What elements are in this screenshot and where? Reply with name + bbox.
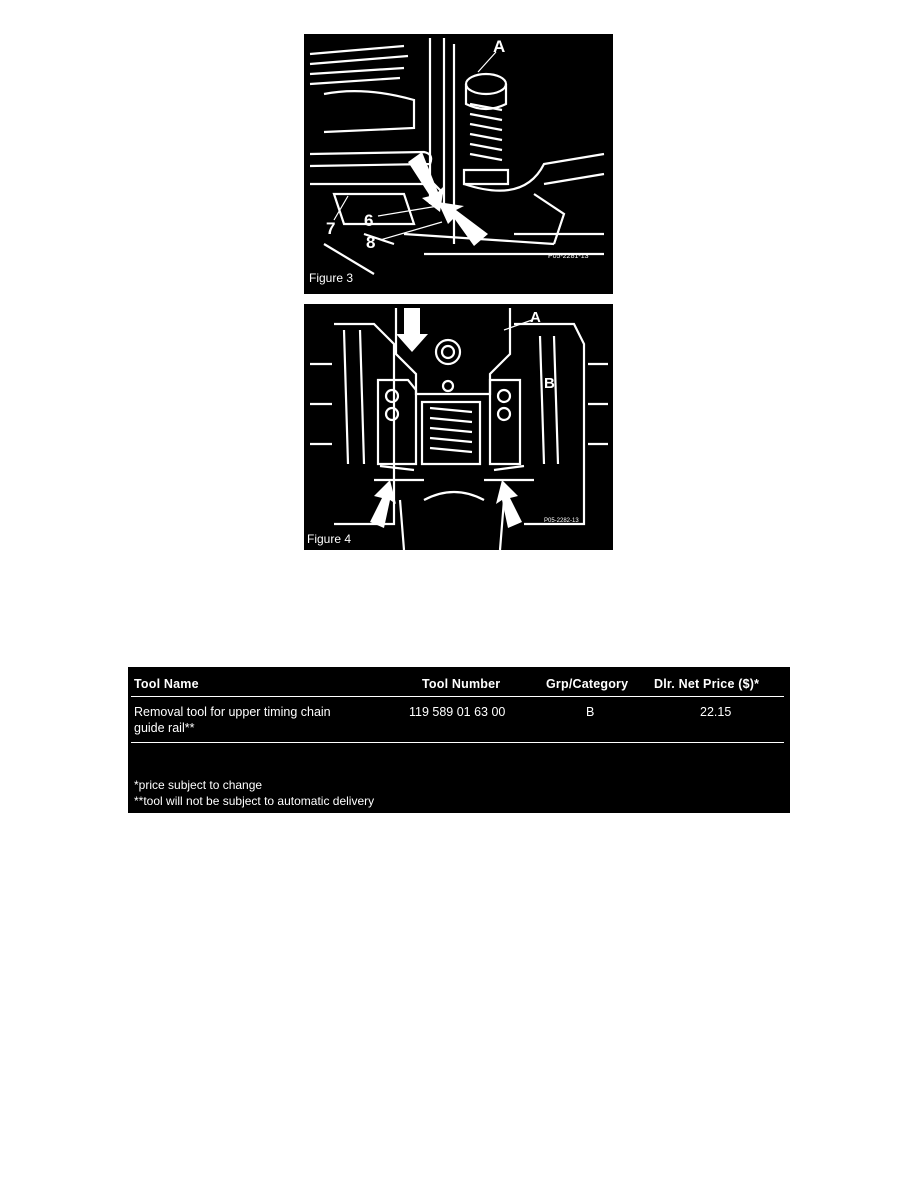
figure-3-callout-6: 6: [364, 211, 373, 230]
figure-3-callout-7: 7: [326, 219, 335, 238]
figure-4-illustration: A B P05-2282-13: [310, 308, 608, 550]
tool-category: B: [586, 705, 595, 719]
header-divider: [131, 696, 784, 697]
figure-3-code: P05-2281-13: [548, 253, 589, 260]
figure-4-callout-a: A: [530, 309, 541, 326]
tool-price: 22.15: [700, 705, 732, 719]
figure-4: A B P05-2282-13 Figure 4: [304, 304, 613, 550]
figure-3: A 7 6 8 P05-2281-13 Figure 3: [304, 34, 613, 294]
figure-4-code: P05-2282-13: [544, 518, 579, 524]
footnote-delivery: **tool will not be subject to automatic …: [134, 794, 375, 808]
figure-3-callout-a: A: [493, 37, 505, 56]
column-header-category: Grp/Category: [546, 677, 629, 691]
column-header-tool-name: Tool Name: [134, 677, 199, 691]
column-header-tool-number: Tool Number: [422, 677, 501, 691]
footnote-price: *price subject to change: [134, 778, 263, 792]
tool-name-line-2: guide rail**: [134, 721, 195, 735]
figure-4-caption: Figure 4: [307, 532, 352, 546]
figure-3-callout-8: 8: [366, 233, 375, 252]
row-divider: [131, 742, 784, 743]
figure-3-illustration: A 7 6 8 P05-2281-13: [309, 37, 605, 275]
special-tool-table: Tool Name Tool Number Grp/Category Dlr. …: [128, 667, 790, 813]
figure-3-caption: Figure 3: [309, 271, 354, 285]
figure-4-callout-b: B: [544, 375, 555, 392]
tool-name-line-1: Removal tool for upper timing chain: [134, 705, 331, 719]
tool-number: 119 589 01 63 00: [409, 705, 506, 719]
column-header-price: Dlr. Net Price ($)*: [654, 677, 760, 691]
